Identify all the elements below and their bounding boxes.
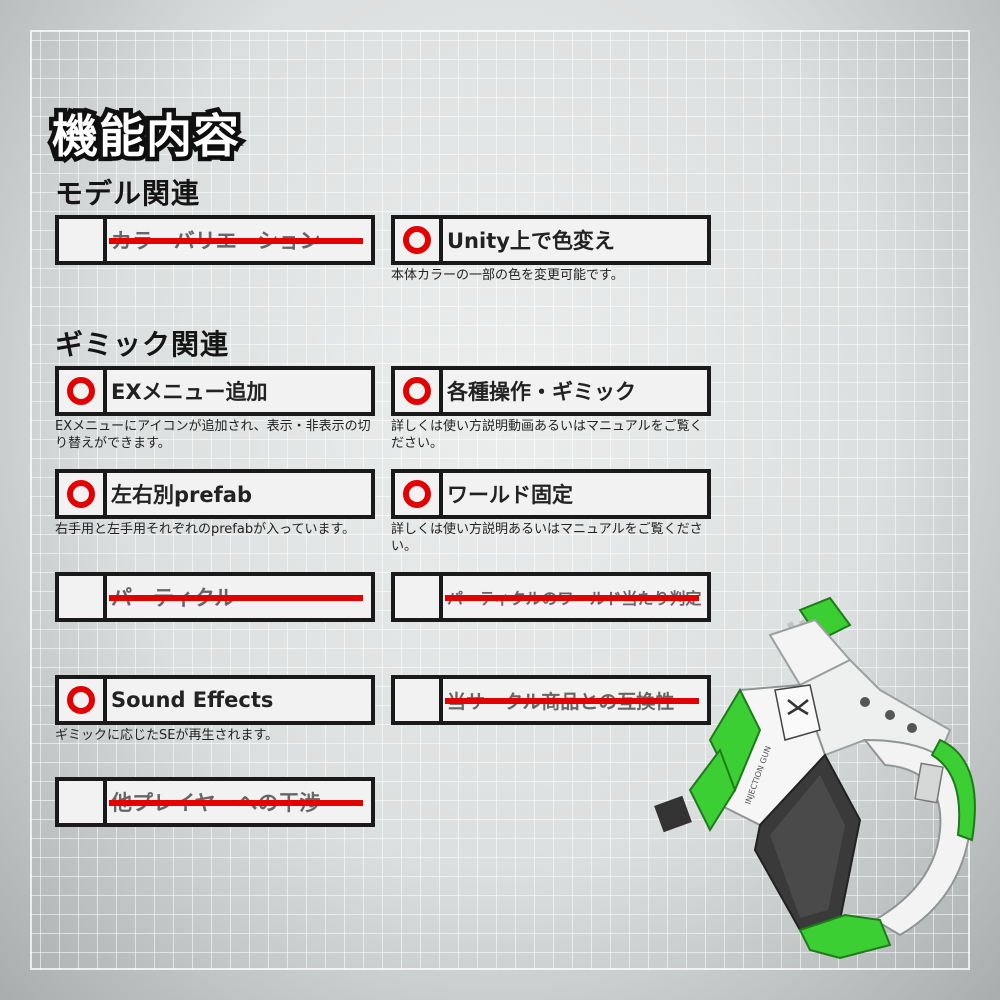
circle-check-icon xyxy=(67,480,95,508)
feature-world-fixed: ワールド固定 詳しくは使い方説明あるいはマニュアルをご覧ください。 xyxy=(391,469,711,555)
feature-label: 各種操作・ギミック xyxy=(447,380,636,404)
feature-label: EXメニュー追加 xyxy=(111,380,268,404)
feature-lr-prefab: 左右別prefab 右手用と左手用それぞれのprefabが入っています。 xyxy=(55,469,375,538)
checkbox-empty xyxy=(59,219,107,261)
feature-description: 本体カラーの一部の色を変更可能です。 xyxy=(391,268,624,283)
injection-gun-image: INJECTION GUN xyxy=(654,596,976,960)
feature-description: ギミックに応じたSEが再生されます。 xyxy=(55,728,279,743)
feature-player-interference: 他プレイヤーへの干渉 xyxy=(55,777,375,827)
feature-box: 左右別prefab xyxy=(55,469,375,519)
feature-box: 各種操作・ギミック xyxy=(391,366,711,416)
page-title: 機能内容 xyxy=(48,105,244,168)
feature-box: EXメニュー追加 xyxy=(55,366,375,416)
feature-box: 他プレイヤーへの干渉 xyxy=(55,777,375,827)
strikethrough-line xyxy=(109,800,363,806)
circle-check-icon xyxy=(403,226,431,254)
circle-check-icon xyxy=(403,377,431,405)
strikethrough-line xyxy=(445,595,699,601)
section-model-heading: モデル関連 xyxy=(55,177,201,210)
checkbox-empty xyxy=(395,576,443,618)
feature-description: 詳しくは使い方説明あるいはマニュアルをご覧ください。 xyxy=(391,522,703,554)
feature-box: パーティクル xyxy=(55,572,375,622)
strikethrough-line xyxy=(109,595,363,601)
feature-box: ワールド固定 xyxy=(391,469,711,519)
feature-description: 詳しくは使い方説明動画あるいはマニュアルをご覧ください。 xyxy=(391,419,703,451)
feature-description: 右手用と左手用それぞれのprefabが入っています。 xyxy=(55,522,356,537)
circle-check-icon xyxy=(403,480,431,508)
feature-box: カラーバリエーション xyxy=(55,215,375,265)
feature-color-variation: カラーバリエーション xyxy=(55,215,375,265)
section-gimmick-heading: ギミック関連 xyxy=(55,328,230,361)
feature-label: Sound Effects xyxy=(111,688,274,712)
feature-box: Sound Effects xyxy=(55,675,375,725)
feature-description: EXメニューにアイコンが追加され、表示・非表示の切り替えができます。 xyxy=(55,419,371,451)
circle-check-icon xyxy=(67,377,95,405)
feature-label: ワールド固定 xyxy=(447,483,573,507)
feature-particle-collision: パーティクルのワールド当たり判定 xyxy=(391,572,711,622)
checkbox-empty xyxy=(59,576,107,618)
feature-operations: 各種操作・ギミック 詳しくは使い方説明動画あるいはマニュアルをご覧ください。 xyxy=(391,366,711,452)
feature-unity-recolor: Unity上で色変え 本体カラーの一部の色を変更可能です。 xyxy=(391,215,711,284)
feature-box: Unity上で色変え xyxy=(391,215,711,265)
feature-compatibility: 当サークル商品との互換性 xyxy=(391,675,711,725)
feature-label: Unity上で色変え xyxy=(447,229,615,253)
checkbox-empty xyxy=(395,679,443,721)
feature-sound-effects: Sound Effects ギミックに応じたSEが再生されます。 xyxy=(55,675,375,744)
feature-box: パーティクルのワールド当たり判定 xyxy=(391,572,711,622)
feature-box: 当サークル商品との互換性 xyxy=(391,675,711,725)
feature-label: 左右別prefab xyxy=(111,483,252,507)
feature-ex-menu: EXメニュー追加 EXメニューにアイコンが追加され、表示・非表示の切り替えができ… xyxy=(55,366,375,452)
circle-check-icon xyxy=(67,686,95,714)
strikethrough-line xyxy=(445,698,699,704)
feature-particle: パーティクル xyxy=(55,572,375,622)
strikethrough-line xyxy=(109,238,363,244)
checkbox-empty xyxy=(59,781,107,823)
